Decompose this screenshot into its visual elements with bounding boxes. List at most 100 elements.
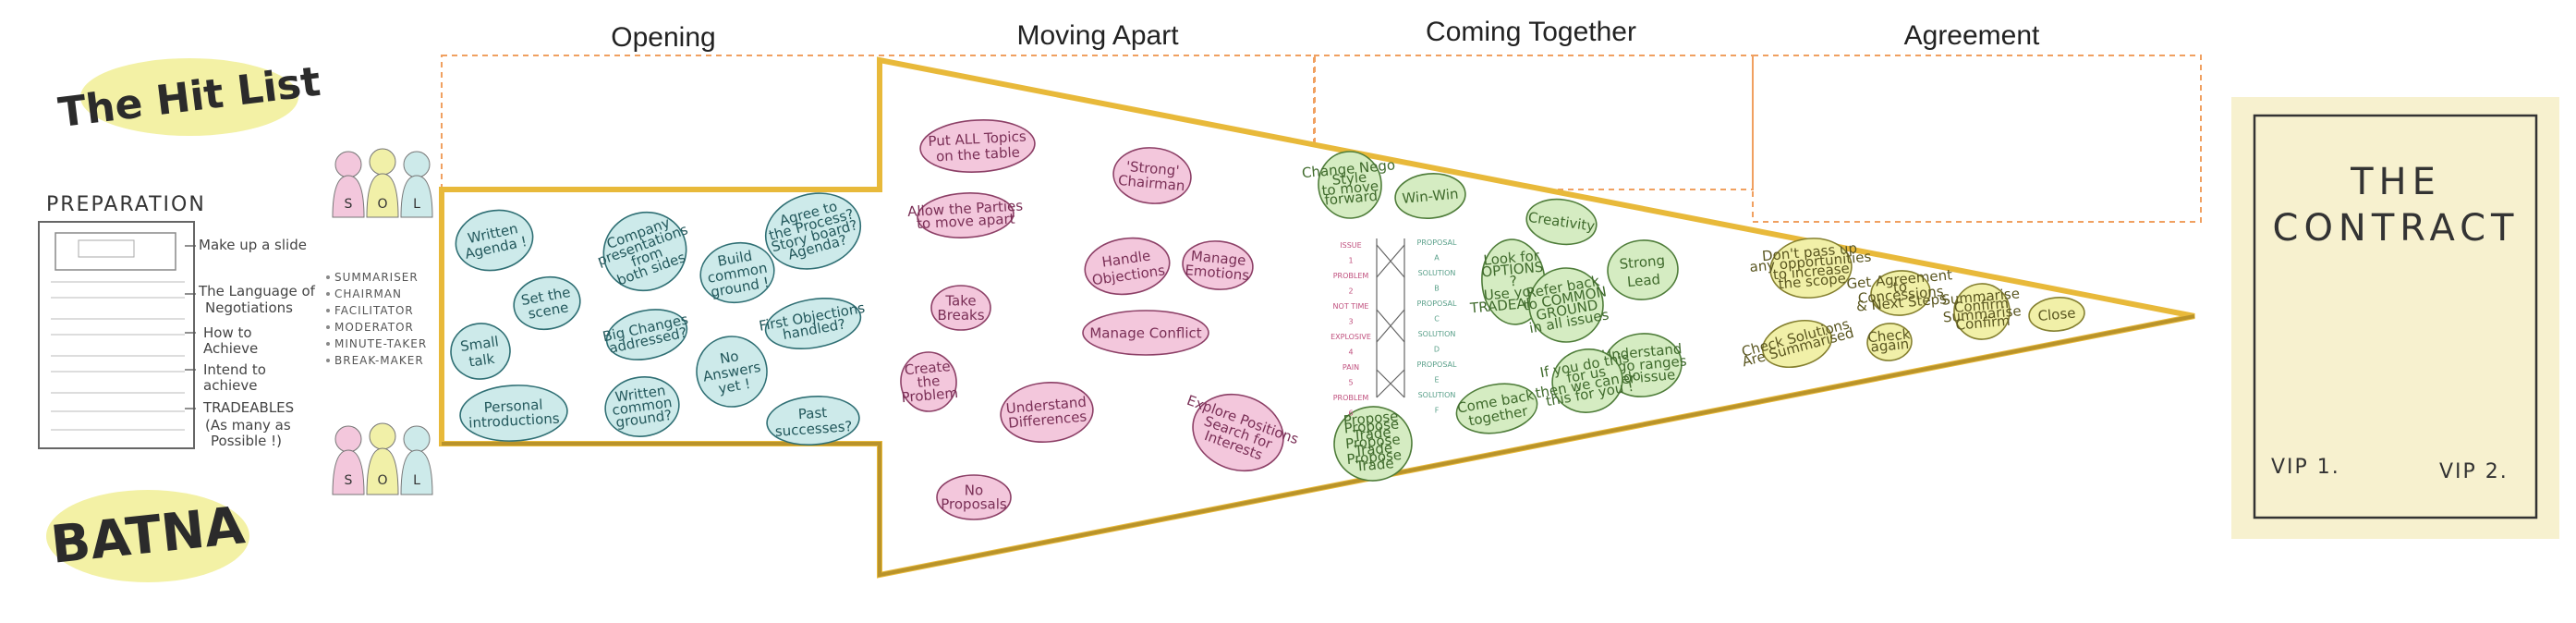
coming-together-bubble-text: Strong <box>1619 252 1666 273</box>
solution-label: B <box>1434 285 1440 293</box>
coming-together-bubble-text: Style <box>1331 169 1367 189</box>
preparation-title: PREPARATION <box>46 193 206 216</box>
coming-together-bubble-text: Propose <box>1343 408 1399 429</box>
slide-sketch <box>55 232 176 271</box>
opening-bubble-shape <box>766 396 860 446</box>
agreement-bubble-shape <box>1769 238 1853 299</box>
team-pawns-top: S O L <box>332 148 433 218</box>
coming-together-bubble-text: Propose <box>1343 416 1400 437</box>
role-minute-taker: MINUTE-TAKER <box>334 337 427 350</box>
coming-together-bubble-text: Trade <box>1353 439 1392 459</box>
pawn-l-top: L <box>400 151 433 218</box>
agreement-bubble-shape <box>2028 297 2085 332</box>
coming-together-bubble-shape <box>1394 173 1466 219</box>
moving-apart-bubble-shape <box>1182 240 1254 290</box>
phase-label-moving-apart: Moving Apart <box>1016 20 1179 51</box>
agreement-bubble-6: Close <box>2028 297 2085 332</box>
coming-together-bubble-text: Look for <box>1483 247 1541 268</box>
moving-apart-bubble-text: Manage Conflict <box>1089 325 1201 342</box>
issue-label: 1 <box>1348 257 1353 265</box>
coming-together-bubble-text: Propose <box>1346 446 1403 468</box>
solution-label: PROPOSAL <box>1417 299 1458 308</box>
coming-together-bubble-shape <box>1318 151 1382 219</box>
coming-together-bubble-shape <box>1333 406 1413 482</box>
opening-bubble-text: yet ! <box>717 375 751 397</box>
pawn-l-bottom: L <box>400 425 433 495</box>
prep-item-intend-to: Intend to <box>203 361 266 378</box>
pawn-letter-o-bottom: O <box>377 473 387 488</box>
role-chairman: CHAIRMAN <box>334 287 402 300</box>
contract-title-line2: CONTRACT <box>2273 207 2520 250</box>
moving-apart-bubble-text: Take <box>944 292 976 309</box>
opening-bubble-text: Personal <box>483 397 543 416</box>
prep-item-as-many: (As many as <box>205 417 291 434</box>
frame-coming-together <box>1313 55 1754 190</box>
issue-label: PROBLEM <box>1333 272 1369 280</box>
prep-item-achieve-2: achieve <box>203 377 257 394</box>
process-arrow <box>439 56 2195 579</box>
moving-apart-bubble-shape <box>1082 310 1209 356</box>
opening-bubble-shape <box>696 336 768 408</box>
solution-label: C <box>1434 315 1440 324</box>
coming-together-bubble-shape <box>1607 239 1679 300</box>
agreement-bubble-shape <box>1953 283 2011 340</box>
pawn-s-bottom: S <box>332 425 365 495</box>
opening-bubble-text: talk <box>468 350 495 371</box>
roles-list: SUMMARISER CHAIRMAN FACILITATOR MODERATO… <box>326 271 427 367</box>
phase-label-coming-together: Coming Together <box>1426 17 1636 47</box>
coming-together-bubble-text: Win-Win <box>1402 186 1460 207</box>
coming-together-bubble-text: forward <box>1324 188 1379 209</box>
contract-border <box>2253 114 2538 519</box>
issue-label: PROBLEM <box>1333 394 1369 402</box>
opening-bubble-text: Past <box>797 404 828 422</box>
process-arrow-shadow <box>442 314 2195 578</box>
agreement-bubble-text: Close <box>2037 305 2076 324</box>
prep-item-how-to: How to <box>203 324 252 341</box>
phase-label-agreement: Agreement <box>1904 20 2040 51</box>
solution-label: PROPOSAL <box>1417 360 1458 369</box>
coming-together-bubble-text: Lead <box>1626 271 1660 290</box>
prep-item-possible: Possible !) <box>211 433 282 449</box>
contract-panel: THE CONTRACT VIP 1. VIP 2. <box>2231 97 2559 539</box>
issue-label: ISSUE <box>1340 241 1361 250</box>
moving-apart-bubble-shape <box>919 119 1036 173</box>
hit-list-label: The Hit List <box>55 58 322 137</box>
opening-bubble-shape <box>455 209 534 272</box>
issue-label: 5 <box>1348 379 1353 387</box>
coming-together-bubble-text: Trade <box>1355 455 1394 475</box>
coming-together-bubble-shape <box>1551 348 1623 413</box>
agreement-bubble-text: Confirm <box>1955 312 2011 334</box>
opening-bubble-shape <box>513 275 581 331</box>
agreement-bubble-text: Check <box>1867 325 1912 346</box>
coming-together-bubble-shape <box>1455 383 1538 434</box>
solution-label: SOLUTION <box>1418 391 1456 399</box>
coming-together-bubble-text: Trade <box>1352 424 1391 445</box>
coming-together-bubble-text: OPTIONS <box>1481 259 1544 281</box>
coming-together-bubble-text: to move <box>1321 177 1379 199</box>
issue-label: PAIN <box>1343 363 1359 372</box>
contract-paper <box>2231 97 2559 539</box>
moving-apart-bubble-text: 'Strong' <box>1125 158 1180 179</box>
coming-together-bubble-10: ProposeProposeTradeProposeTradeProposeTr… <box>1333 406 1413 482</box>
preparation-sheet <box>38 221 195 449</box>
moving-apart-bubble-text: the <box>917 373 941 391</box>
